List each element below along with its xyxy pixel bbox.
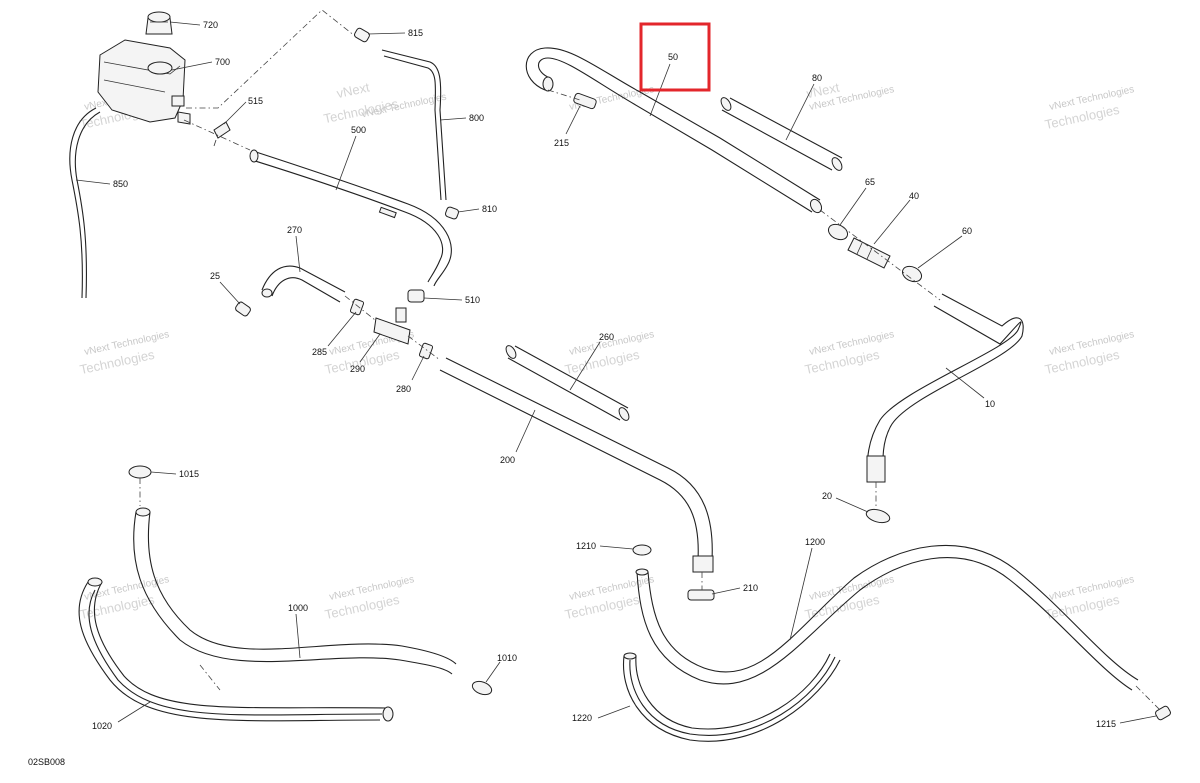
- part-label-285[interactable]: 285: [312, 347, 327, 357]
- leader-dash: [183, 119, 251, 151]
- part-label-720[interactable]: 720: [203, 20, 218, 30]
- part-label-40[interactable]: 40: [909, 191, 919, 201]
- leader-dash: [547, 89, 581, 101]
- part-label-60[interactable]: 60: [962, 226, 972, 236]
- hose-80[interactable]: [719, 96, 844, 172]
- part-label-65[interactable]: 65: [865, 177, 875, 187]
- part-label-515[interactable]: 515: [248, 96, 263, 106]
- watermark-text: vNext: [335, 79, 371, 101]
- part-label-280[interactable]: 280: [396, 384, 411, 394]
- leader-dash: [199, 664, 221, 691]
- part-label-1020[interactable]: 1020: [92, 721, 112, 731]
- clamp-510[interactable]: [407, 289, 425, 303]
- elbow-hose-270[interactable]: [261, 265, 346, 303]
- part-label-810[interactable]: 810: [482, 204, 497, 214]
- clamp-60[interactable]: [900, 263, 924, 284]
- hose-50[interactable]: [525, 47, 824, 215]
- leader-dash: [186, 9, 361, 109]
- part-label-25[interactable]: 25: [210, 271, 220, 281]
- hose-1200[interactable]: [635, 544, 1139, 691]
- leader-dash: [819, 209, 941, 301]
- clamp-810[interactable]: [444, 206, 460, 220]
- part-label-1010[interactable]: 1010: [497, 653, 517, 663]
- part-label-1210[interactable]: 1210: [576, 541, 596, 551]
- part-label-200[interactable]: 200: [500, 455, 515, 465]
- clamp-210[interactable]: [687, 589, 715, 601]
- part-label-800[interactable]: 800: [469, 113, 484, 123]
- part-label-1000[interactable]: 1000: [288, 603, 308, 613]
- hose-260[interactable]: [504, 344, 631, 422]
- part-label-260[interactable]: 260: [599, 332, 614, 342]
- clamp-515[interactable]: [213, 121, 231, 147]
- part-label-850[interactable]: 850: [113, 179, 128, 189]
- hose-850[interactable]: [69, 107, 97, 299]
- part-label-50[interactable]: 50: [668, 52, 678, 62]
- t-fitting-290[interactable]: [373, 307, 411, 345]
- part-label-20[interactable]: 20: [822, 491, 832, 501]
- clamp-285[interactable]: [349, 298, 365, 316]
- part-label-290[interactable]: 290: [350, 364, 365, 374]
- part-label-500[interactable]: 500: [351, 125, 366, 135]
- part-label-215[interactable]: 215: [554, 138, 569, 148]
- highlight-box: [639, 22, 711, 92]
- hose-10[interactable]: [866, 293, 1024, 483]
- hose-800[interactable]: [381, 49, 447, 201]
- part-label-10[interactable]: 10: [985, 399, 995, 409]
- coolant-reservoir-group: [69, 9, 361, 299]
- hose-200[interactable]: [439, 357, 714, 573]
- hose-1000[interactable]: [133, 507, 457, 675]
- part-label-1220[interactable]: 1220: [572, 713, 592, 723]
- hose-1220[interactable]: [622, 652, 841, 742]
- clamp-815[interactable]: [353, 27, 370, 43]
- watermark-text: vNext Technologies: [361, 92, 448, 121]
- leader-dash: [1135, 685, 1161, 711]
- clamp-1215[interactable]: [1154, 705, 1171, 721]
- clamp-25[interactable]: [234, 301, 251, 317]
- hose-500[interactable]: [249, 149, 452, 287]
- reservoir-cap[interactable]: [145, 11, 173, 35]
- watermark-text: vNext: [805, 80, 841, 102]
- part-label-1200[interactable]: 1200: [805, 537, 825, 547]
- part-label-700[interactable]: 700: [215, 57, 230, 67]
- diagram-code: 02SB008: [28, 757, 65, 767]
- clamp-280[interactable]: [418, 342, 434, 360]
- part-label-815[interactable]: 815: [408, 28, 423, 38]
- clamp-1015[interactable]: [128, 465, 152, 479]
- part-label-270[interactable]: 270: [287, 225, 302, 235]
- clamp-20[interactable]: [865, 507, 891, 525]
- part-label-80[interactable]: 80: [812, 73, 822, 83]
- leader-dash: [344, 295, 376, 321]
- coolant-reservoir[interactable]: [97, 39, 191, 125]
- clamp-65[interactable]: [826, 221, 850, 242]
- callouts: 720 700 515 850 815 800 810 500 270 25 5…: [75, 20, 1157, 731]
- fitting-40[interactable]: [847, 237, 891, 269]
- hose-1020[interactable]: [78, 577, 394, 722]
- clamp-1210[interactable]: [632, 544, 652, 556]
- part-label-510[interactable]: 510: [465, 295, 480, 305]
- part-label-210[interactable]: 210: [743, 583, 758, 593]
- clamp-1010[interactable]: [471, 679, 494, 697]
- part-label-1015[interactable]: 1015: [179, 469, 199, 479]
- clamp-215[interactable]: [573, 92, 597, 110]
- overflow-hose-group: [353, 27, 460, 220]
- part-label-1215[interactable]: 1215: [1096, 719, 1116, 729]
